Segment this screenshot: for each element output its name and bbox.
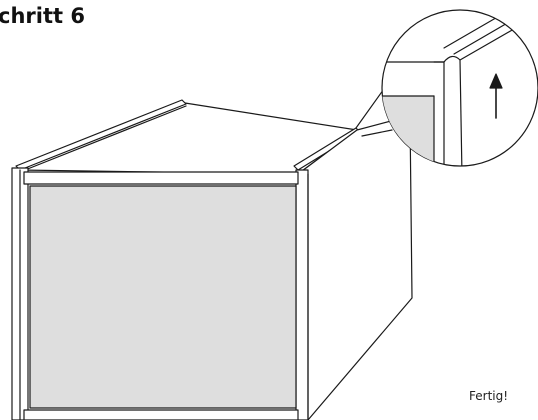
front-panel xyxy=(29,185,297,409)
cabinet-right-side xyxy=(297,115,413,420)
up-arrow-icon xyxy=(489,73,503,119)
right-front-post xyxy=(295,169,309,420)
front-top-rail xyxy=(23,171,299,185)
callout-leader-lower xyxy=(361,129,393,137)
completion-caption: Fertig! xyxy=(469,389,509,403)
callout-leader-upper xyxy=(355,85,387,129)
front-bottom-rail xyxy=(23,409,299,420)
step-title: chritt 6 xyxy=(0,4,85,28)
